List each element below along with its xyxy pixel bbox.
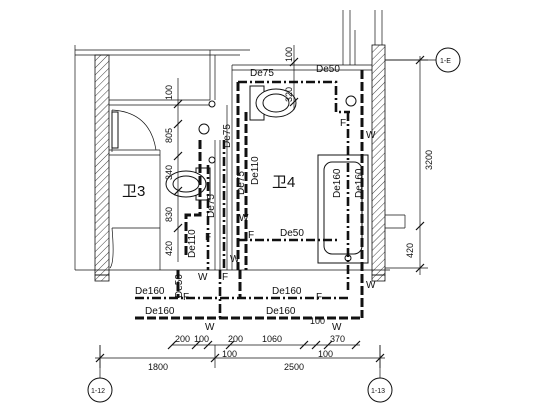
dim-bottom-100-d: 100 <box>318 349 333 359</box>
label-de75-v2: De75 <box>206 194 217 218</box>
bottom-dimensions: 1800 2500 <box>95 345 385 372</box>
floor-drain-1 <box>198 123 210 135</box>
label-de75-top: De75 <box>250 68 274 79</box>
dim-top-320: 320 <box>284 87 294 102</box>
mark-f-6: F <box>205 232 211 243</box>
mark-w-3: W <box>205 322 215 333</box>
mark-w-4: W <box>332 322 342 333</box>
mark-f-3: F <box>222 272 228 283</box>
dim-left-100: 100 <box>164 85 174 100</box>
axis-label-1-13: 1-13 <box>371 388 385 395</box>
dim-bottom-1800: 1800 <box>148 362 168 372</box>
dim-bottom-1060: 1060 <box>262 334 282 344</box>
dim-bottom-100-b: 100 <box>310 316 325 326</box>
label-de160-d: De160 <box>266 306 296 317</box>
room-labels: 卫3 卫4 <box>122 174 295 200</box>
top-dimensions: 320 100 <box>284 45 299 110</box>
room-label-4: 卫4 <box>272 174 295 191</box>
axis-bubble-1-12 <box>87 377 113 403</box>
door-swing-1 <box>111 109 157 152</box>
dim-bottom-200-a: 200 <box>175 334 190 344</box>
label-de160-a: De160 <box>135 286 165 297</box>
left-dimensions: 100 805 340 830 420 <box>164 78 183 262</box>
label-de160-b: De160 <box>272 286 302 297</box>
right-wall <box>371 44 386 276</box>
label-de110-left: De110 <box>187 229 198 258</box>
right-dimensions: 3200 420 <box>385 55 434 275</box>
mark-w-1: W <box>366 130 376 141</box>
axis-bubble-1-13 <box>367 377 393 403</box>
walls <box>74 10 406 282</box>
label-de50-top: De50 <box>316 64 340 75</box>
mark-w-7: W <box>230 254 240 265</box>
dim-right-3200: 3200 <box>424 150 434 170</box>
label-de160-tub2: De160 <box>354 168 365 198</box>
right-wall-cap <box>371 274 386 282</box>
dim-bottom-370: 370 <box>330 334 345 344</box>
dim-left-420: 420 <box>164 241 174 256</box>
label-de160-c: De160 <box>145 306 175 317</box>
pipes <box>135 70 364 320</box>
door-swing-2 <box>109 227 160 269</box>
mark-w-5: W <box>198 272 208 283</box>
label-de50-right: De50 <box>280 228 304 239</box>
floor-drain-3 <box>208 156 216 164</box>
dim-bottom-100-a: 100 <box>194 334 209 344</box>
label-de160-tub1: De160 <box>332 168 343 198</box>
dim-bottom-200-b: 200 <box>228 334 243 344</box>
bottom-small-dimensions: 200 100 200 1060 100 370 100 100 <box>167 316 361 359</box>
dim-top-100: 100 <box>284 47 294 62</box>
label-de75-mid: De75 <box>222 124 233 148</box>
pipe-marks: W F W F W W F W F W F W F <box>183 118 376 333</box>
dim-left-830: 830 <box>164 207 174 222</box>
fixtures <box>165 85 369 264</box>
mark-f-1: F <box>340 118 346 129</box>
mark-f-5: F <box>248 230 254 241</box>
mark-w-2: W <box>366 280 376 291</box>
axis-label-1-12: 1-12 <box>91 388 105 395</box>
dim-left-805: 805 <box>164 128 174 143</box>
axis-bubble-1e <box>435 47 461 73</box>
floor-drain-5 <box>208 100 216 108</box>
doors <box>109 109 160 269</box>
axis-bubbles: 1-E 1-12 1-13 <box>87 47 461 403</box>
left-wall-cap <box>94 274 110 282</box>
label-de50-left: De50 <box>174 274 185 298</box>
mark-f-2: F <box>316 292 322 303</box>
mark-w-6: W <box>239 213 249 224</box>
label-de75-v1: De75 <box>236 171 247 195</box>
label-de110-mid: De110 <box>250 156 261 185</box>
dim-right-420: 420 <box>405 243 415 258</box>
pipe-labels: De75 De50 De75 De110 De75 De75 De110 De5… <box>135 64 365 317</box>
pipe-room3 <box>184 140 202 258</box>
floor-drain-2 <box>345 95 357 107</box>
axis-label-1e: 1-E <box>440 58 451 65</box>
mark-f-4: F <box>183 292 189 303</box>
room-label-3: 卫3 <box>122 183 145 200</box>
left-wall <box>94 54 110 276</box>
dim-bottom-100-c: 100 <box>222 349 237 359</box>
dim-bottom-2500: 2500 <box>284 362 304 372</box>
dim-left-340: 340 <box>164 165 174 180</box>
